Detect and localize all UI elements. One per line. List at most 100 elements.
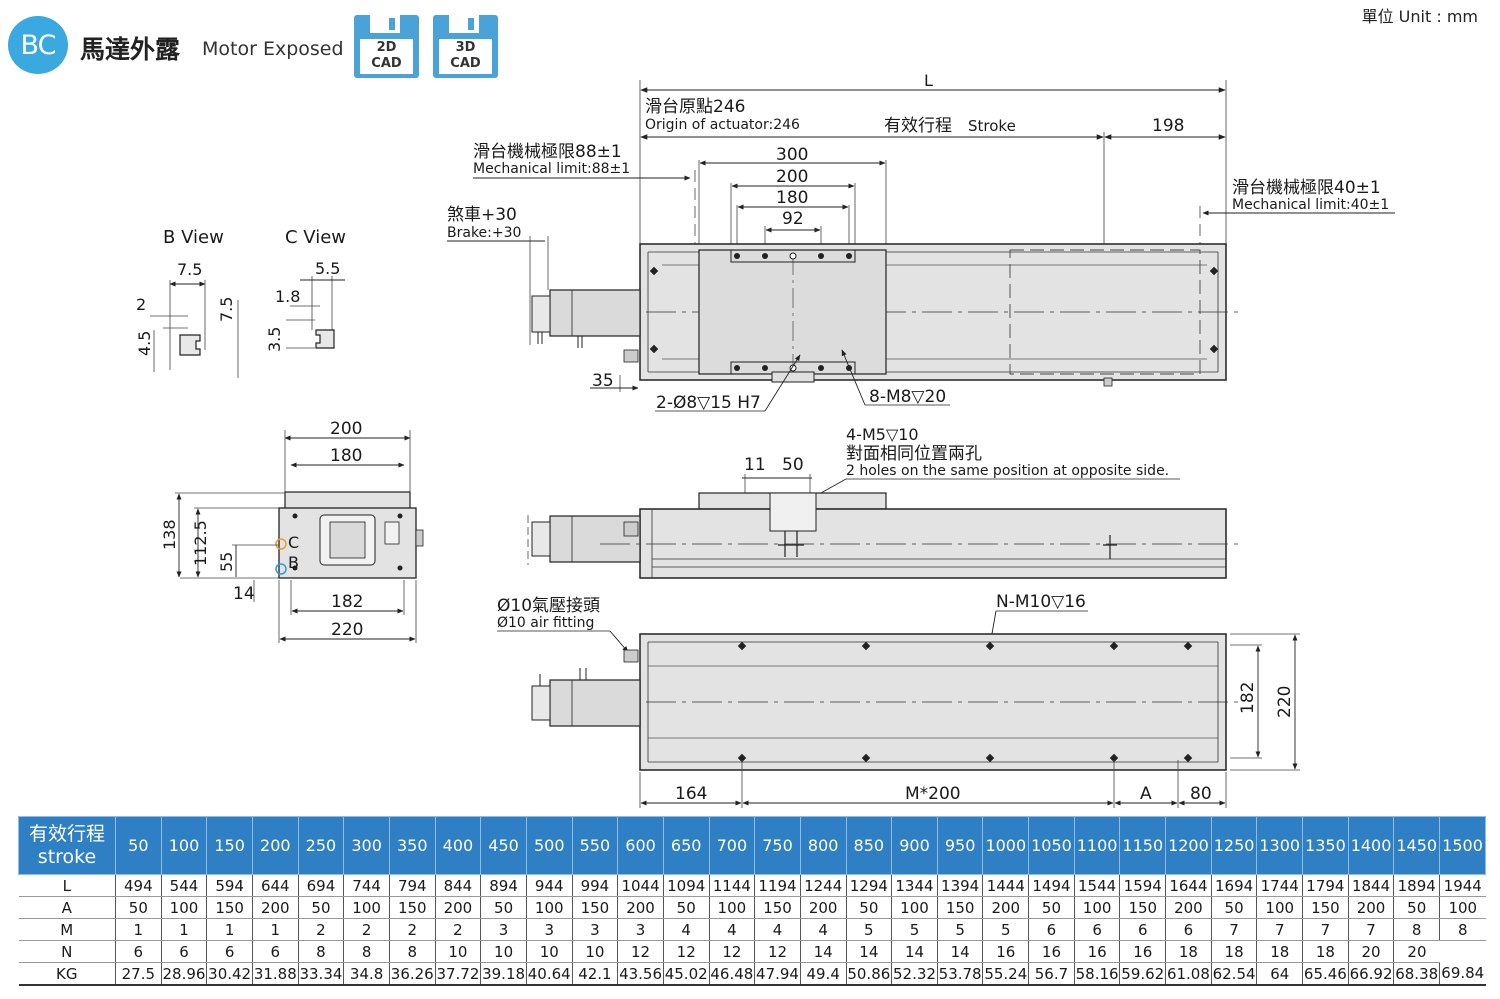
table-cell: 20 [1393, 940, 1440, 963]
table-cell: 1244 [799, 874, 846, 897]
table-cell: 4 [708, 918, 755, 941]
table-cell: 1 [115, 918, 162, 941]
table-cell: 59.62 [1119, 962, 1166, 986]
brake-label-en: Brake:+30 [447, 225, 521, 241]
table-cell: 16 [1119, 940, 1166, 963]
table-cell: 6 [1028, 918, 1075, 941]
c-dim-1-8: 1.8 [275, 287, 300, 306]
table-cell: 49.4 [799, 962, 846, 986]
c-view-detail: C View 5.5 1.8 3.5 [265, 227, 346, 352]
c-dim-3-5: 3.5 [265, 327, 284, 352]
stroke-header-cn: 有效行程 [28, 822, 105, 845]
dim-35: 35 [592, 371, 614, 391]
stroke-column-header: 1500 [1439, 816, 1486, 875]
b-marker-circle [275, 563, 287, 575]
floppy-disk-icon [449, 15, 479, 33]
table-cell: 3 [525, 918, 573, 941]
table-cell: 36.26 [388, 962, 436, 986]
table-cell: 7 [1302, 918, 1349, 941]
table-cell: 66.92 [1347, 962, 1394, 986]
end-dim-112-5: 112.5 [191, 520, 210, 566]
table-cell: 150 [571, 896, 618, 919]
end-dim-220: 220 [331, 620, 363, 640]
actuator-body-side [639, 508, 1227, 579]
table-cell: 14 [799, 940, 846, 963]
stroke-column-header: 700 [708, 816, 756, 875]
stroke-column-header: 800 [799, 816, 847, 875]
floppy-disk-icon [370, 15, 400, 33]
table-cell: 5 [936, 918, 983, 941]
table-cell: 100 [525, 896, 573, 919]
table-cell: 18 [1302, 940, 1349, 963]
stroke-column-header: 150 [206, 816, 253, 875]
stroke-column-header: 50 [115, 816, 162, 875]
table-cell: 53.78 [936, 962, 983, 986]
table-cell: 50 [297, 896, 344, 919]
table-cell: 150 [1302, 896, 1349, 919]
stroke-column-header: 650 [662, 816, 710, 875]
table-cell: 2 [388, 918, 436, 941]
side-holes-cn: 對面相同位置兩孔 [846, 444, 982, 464]
table-cell: 50 [1393, 896, 1440, 919]
table-cell: 1444 [982, 874, 1029, 897]
table-cell: 944 [525, 874, 573, 897]
table-cell: 62.54 [1210, 962, 1257, 986]
bottom-dim-164: 164 [675, 784, 707, 804]
table-cell: 6 [160, 940, 207, 963]
table-cell: 30.42 [206, 962, 253, 986]
table-cell: 10 [480, 940, 527, 963]
table-cell: 4 [662, 918, 710, 941]
stroke-column-header: 1200 [1165, 816, 1212, 875]
table-cell: 200 [617, 896, 664, 919]
table-cell: 12 [754, 940, 801, 963]
table-cell: 1094 [662, 874, 710, 897]
carriage-top [698, 249, 887, 375]
table-cell: 6 [115, 940, 162, 963]
table-cell: 12 [617, 940, 664, 963]
table-cell: 8 [388, 940, 436, 963]
stroke-column-header: 1300 [1256, 816, 1304, 875]
table-cell: 6 [206, 940, 253, 963]
stroke-column-header: 1100 [1073, 816, 1121, 875]
table-cell: 1894 [1393, 874, 1440, 897]
bottom-dim-220: 220 [1275, 686, 1295, 718]
table-cell: 52.32 [891, 962, 938, 986]
table-cell: 50.86 [845, 962, 892, 986]
stroke-column-header: 1400 [1347, 816, 1395, 875]
mount-holes-label: N-M10▽16 [996, 592, 1086, 612]
stroke-column-header: 1150 [1119, 816, 1167, 875]
table-cell: 744 [343, 874, 390, 897]
table-cell: 43.56 [617, 962, 664, 986]
table-cell: 8 [1393, 918, 1440, 941]
table-cell: 200 [982, 896, 1029, 919]
carriage-dim-200: 200 [776, 167, 808, 187]
mech-limit-right-cn: 滑台機械極限40±1 [1232, 178, 1381, 198]
table-cell: 37.72 [434, 962, 481, 986]
origin-label-cn: 滑台原點246 [645, 97, 745, 117]
table-cell: 150 [936, 896, 983, 919]
table-cell: 1644 [1165, 874, 1212, 897]
table-cell: 45.02 [662, 962, 710, 986]
table-cell: 200 [1165, 896, 1212, 919]
table-cell: 544 [160, 874, 207, 897]
table-cell: 14 [845, 940, 892, 963]
table-cell: 594 [206, 874, 253, 897]
stroke-column-header: 100 [160, 816, 208, 875]
table-cell: 844 [434, 874, 481, 897]
stroke-column-header: 600 [617, 816, 664, 875]
table-cell: 18 [1256, 940, 1303, 963]
table-cell: 1294 [845, 874, 892, 897]
end-dim-182: 182 [331, 592, 363, 612]
table-cell: 200 [799, 896, 846, 919]
table-cell: 6 [1073, 918, 1120, 941]
end-dim-14: 14 [233, 584, 255, 604]
table-cell: 794 [388, 874, 436, 897]
bottom-dim-182: 182 [1238, 682, 1258, 714]
table-cell: 644 [251, 874, 299, 897]
tapped-holes-label: 8-M8▽20 [869, 387, 946, 407]
unit-label: 單位 Unit : mm [1361, 7, 1478, 26]
